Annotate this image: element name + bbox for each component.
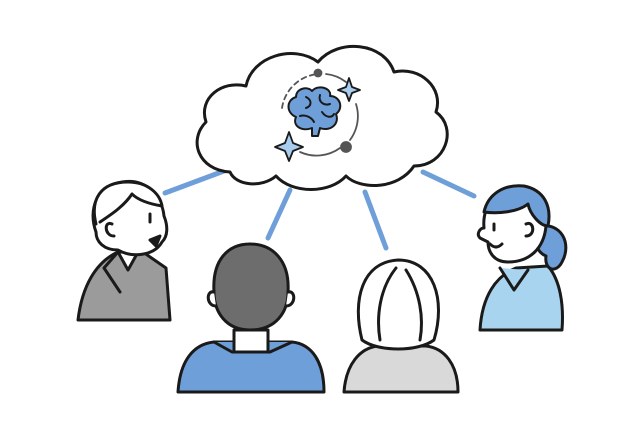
hair-strand-left: [377, 266, 398, 342]
mouth: [148, 234, 162, 248]
connector-line-center-right: [362, 189, 389, 251]
connectors: [162, 165, 477, 251]
ear-right: [284, 290, 296, 308]
shirt-collar: [498, 266, 530, 292]
connector-line-center-left: [265, 187, 293, 241]
gray-top: [342, 344, 460, 394]
hair-strand-right: [404, 268, 423, 342]
connector-line-right: [420, 169, 477, 199]
ear-left: [206, 290, 218, 308]
brain-icon: [287, 86, 342, 137]
sparkle-icon: [274, 77, 361, 162]
man-in-suit-icon: [76, 179, 172, 322]
orbit-ring: [281, 68, 359, 157]
ear: [104, 221, 116, 238]
woman-ponytail-icon: [476, 184, 568, 332]
ear: [524, 221, 535, 238]
neck: [232, 328, 270, 354]
woman-back-view-icon: [342, 258, 460, 394]
dark-hair-head: [212, 242, 290, 332]
light-hair: [356, 258, 440, 351]
connector-line-left: [162, 165, 235, 196]
smile: [488, 242, 504, 249]
hair: [92, 180, 164, 226]
hair-cap: [482, 184, 551, 228]
lapel: [102, 250, 122, 294]
suit-jacket: [76, 248, 172, 322]
man-back-view-icon: [176, 242, 326, 394]
